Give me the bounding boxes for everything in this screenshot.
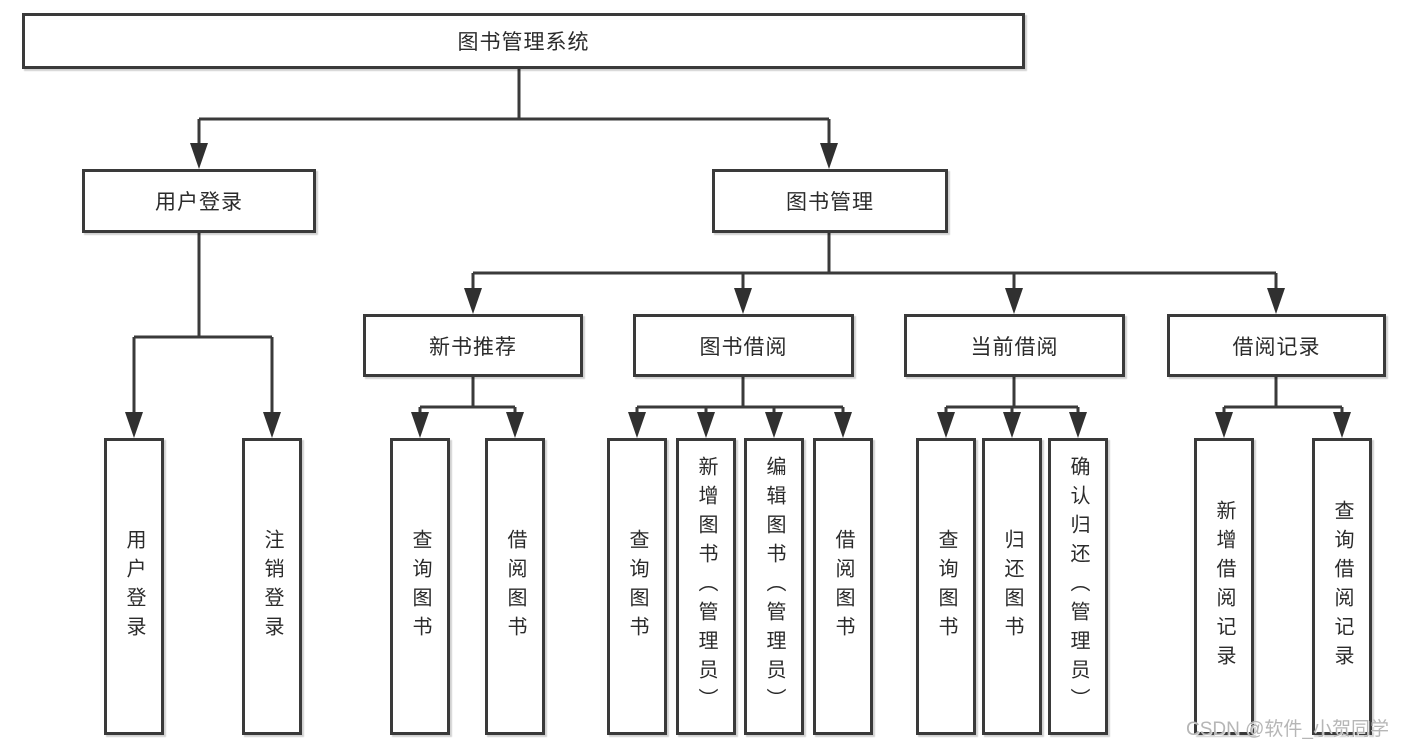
node-leaf-return-books: 归还图书 <box>982 438 1042 735</box>
node-leaf-edit-books-admin: 编辑图书（管理员） <box>744 438 804 735</box>
node-label: 新增借阅记录 <box>1213 499 1235 674</box>
node-label: 确认归还（管理员） <box>1067 456 1089 717</box>
node-label: 用户登录 <box>155 191 243 214</box>
connector-userlogin-to-leaves <box>132 233 274 420</box>
node-leaf-query-borrow-record: 查询借阅记录 <box>1312 438 1372 735</box>
node-label: 用户登录 <box>123 528 145 645</box>
node-book-borrowing: 图书借阅 <box>633 314 854 377</box>
node-label: 借阅图书 <box>832 528 854 645</box>
node-label: 图书管理系统 <box>457 31 590 54</box>
node-new-book-recommendation: 新书推荐 <box>363 314 583 377</box>
arrowheads <box>125 143 1351 438</box>
node-leaf-logout: 注销登录 <box>242 438 302 735</box>
node-label: 查询图书 <box>409 528 431 645</box>
node-label: 当前借阅 <box>970 335 1059 359</box>
node-label: 编辑图书（管理员） <box>763 456 785 717</box>
connector-bookmgmt-to-level3 <box>471 233 1278 295</box>
node-leaf-borrow-books: 借阅图书 <box>813 438 873 735</box>
node-label: 新书推荐 <box>429 335 517 359</box>
node-library-management-system: 图书管理系统 <box>22 13 1025 69</box>
node-label: 借阅记录 <box>1232 335 1321 359</box>
node-leaf-borrow-books-recommend: 借阅图书 <box>485 438 545 735</box>
node-current-borrowing: 当前借阅 <box>904 314 1125 377</box>
node-leaf-query-books-current: 查询图书 <box>916 438 976 735</box>
csdn-watermark: CSDN @软件_小贺同学 <box>1186 719 1389 740</box>
node-book-management: 图书管理 <box>712 169 948 233</box>
connector-bookborrow-to-leaves <box>635 377 845 420</box>
node-label: 注销登录 <box>261 528 283 645</box>
node-leaf-add-books-admin: 新增图书（管理员） <box>676 438 736 735</box>
node-label: 图书管理 <box>786 191 874 214</box>
node-leaf-add-borrow-record: 新增借阅记录 <box>1194 438 1254 735</box>
node-label: 查询借阅记录 <box>1331 499 1353 674</box>
node-leaf-user-login: 用户登录 <box>104 438 164 735</box>
node-borrowing-records: 借阅记录 <box>1167 314 1386 377</box>
node-leaf-query-books-recommend: 查询图书 <box>390 438 450 735</box>
node-label: 新增图书（管理员） <box>695 456 717 717</box>
node-leaf-query-books-borrow: 查询图书 <box>607 438 667 735</box>
node-label: 查询图书 <box>626 528 648 645</box>
node-label: 图书借阅 <box>699 335 788 359</box>
node-label: 归还图书 <box>1001 528 1023 645</box>
node-user-login: 用户登录 <box>82 169 316 233</box>
connector-newbook-to-leaves <box>418 377 517 420</box>
connector-records-to-leaves <box>1222 377 1344 420</box>
connector-root-to-level2 <box>197 68 831 150</box>
node-label: 借阅图书 <box>504 528 526 645</box>
node-leaf-confirm-return-admin: 确认归还（管理员） <box>1048 438 1108 735</box>
node-label: 查询图书 <box>935 528 957 645</box>
